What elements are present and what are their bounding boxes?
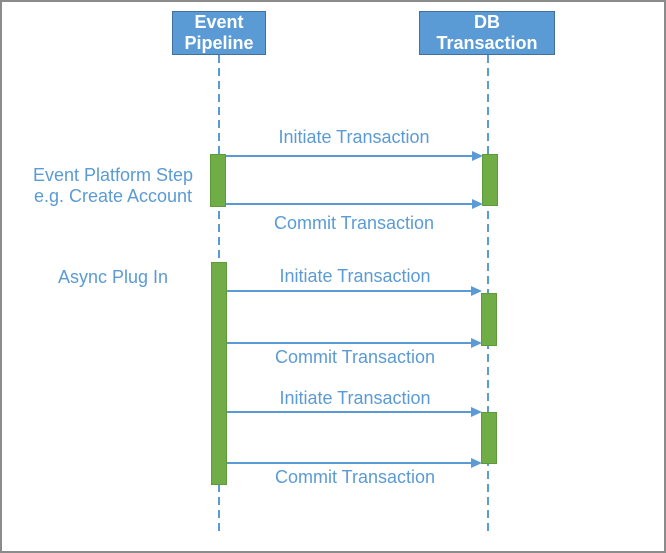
arrowhead-icon [471, 286, 482, 296]
message-label-initiate-1: Initiate Transaction [278, 127, 430, 147]
message-label-initiate-2: Initiate Transaction [279, 266, 431, 286]
arrow-line [227, 411, 472, 413]
arrowhead-icon [471, 407, 482, 417]
message-label-commit-3: Commit Transaction [274, 467, 436, 487]
activation-db-transaction-3 [481, 412, 497, 464]
annotation-async-plug-in: Async Plug In [57, 267, 169, 287]
activation-db-transaction-2 [481, 293, 497, 346]
actor-label-db-transaction: DB Transaction [436, 12, 538, 53]
arrowhead-icon [471, 458, 482, 468]
message-label-initiate-3: Initiate Transaction [279, 388, 431, 408]
message-arrow-initiate-2 [227, 286, 482, 296]
message-arrow-commit-3 [227, 458, 482, 468]
message-label-commit-2: Commit Transaction [274, 347, 436, 367]
arrowhead-icon [472, 151, 483, 161]
activation-db-transaction-1 [482, 154, 498, 206]
message-arrow-initiate-1 [226, 151, 483, 161]
message-arrow-commit-1 [226, 199, 483, 209]
annotation-event-platform-step: Event Platform Step e.g. Create Account [32, 165, 194, 206]
arrowhead-icon [471, 338, 482, 348]
arrow-line [226, 155, 473, 157]
arrow-line [227, 462, 472, 464]
actor-label-event-pipeline: Event Pipeline [184, 12, 254, 53]
message-label-commit-1: Commit Transaction [273, 213, 435, 233]
arrow-line [227, 342, 472, 344]
actor-box-event-pipeline: Event Pipeline [172, 11, 266, 55]
activation-async-plug-in [211, 262, 227, 485]
message-arrow-initiate-3 [227, 407, 482, 417]
arrowhead-icon [472, 199, 483, 209]
arrow-line [226, 203, 473, 205]
message-arrow-commit-2 [227, 338, 482, 348]
actor-box-db-transaction: DB Transaction [419, 11, 555, 55]
arrow-line [227, 290, 472, 292]
activation-event-platform-step [210, 154, 226, 207]
